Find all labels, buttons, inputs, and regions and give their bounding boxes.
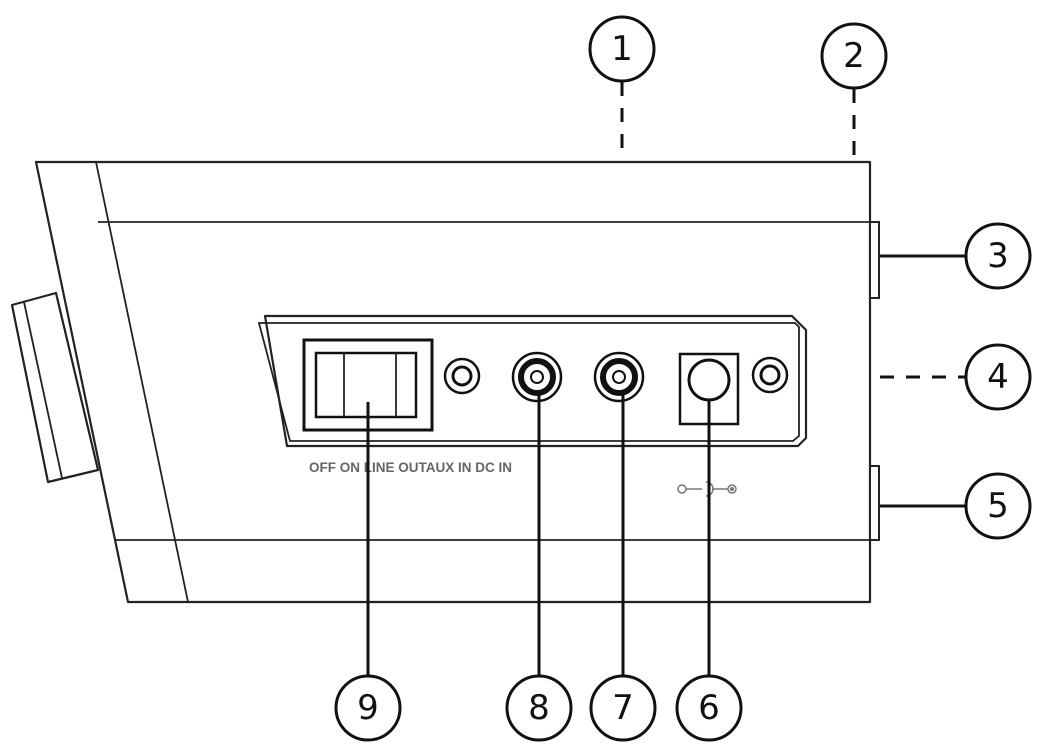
panel-inner xyxy=(257,322,800,442)
side-knob xyxy=(10,291,100,484)
connector-panel xyxy=(257,314,808,448)
callout-7: 7 xyxy=(589,674,657,742)
switch-rocker xyxy=(314,351,418,419)
callout-9-number: 9 xyxy=(357,688,379,728)
front-bezel-edge xyxy=(95,161,189,603)
dc-in-jack xyxy=(678,352,740,426)
side-button-lower xyxy=(869,465,880,541)
callout-6-number: 6 xyxy=(698,688,720,728)
line-out-jack xyxy=(511,351,563,403)
callout-4: 4 xyxy=(964,343,1032,411)
knob-inner-edge xyxy=(23,301,63,479)
callout-8: 8 xyxy=(505,674,573,742)
body-outline xyxy=(34,160,872,604)
callout-5-number: 5 xyxy=(987,486,1009,526)
callout-6: 6 xyxy=(675,674,743,742)
callout-2: 2 xyxy=(820,22,888,90)
callout-9: 9 xyxy=(334,674,402,742)
panel-outer xyxy=(263,314,808,448)
callout-3-number: 3 xyxy=(987,236,1009,276)
callout-3: 3 xyxy=(964,222,1032,290)
jack-labels-text: OFF ON LINE OUTAUX IN DC IN xyxy=(309,460,512,475)
callout-4-number: 4 xyxy=(987,357,1009,397)
callout-1-number: 1 xyxy=(611,29,633,69)
knob-outline xyxy=(10,291,100,484)
aux-in-jack xyxy=(593,351,645,403)
callout-7-number: 7 xyxy=(612,688,634,728)
side-button-upper xyxy=(869,221,880,299)
callout-5: 5 xyxy=(964,472,1032,540)
callout-8-number: 8 xyxy=(528,688,550,728)
screw-left xyxy=(443,357,481,395)
screw-right xyxy=(751,356,789,394)
dc-polarity-icon xyxy=(677,481,737,497)
leader-lines xyxy=(366,82,966,676)
callout-1: 1 xyxy=(588,15,656,83)
device-body xyxy=(34,160,872,604)
callout-2-number: 2 xyxy=(843,36,865,76)
